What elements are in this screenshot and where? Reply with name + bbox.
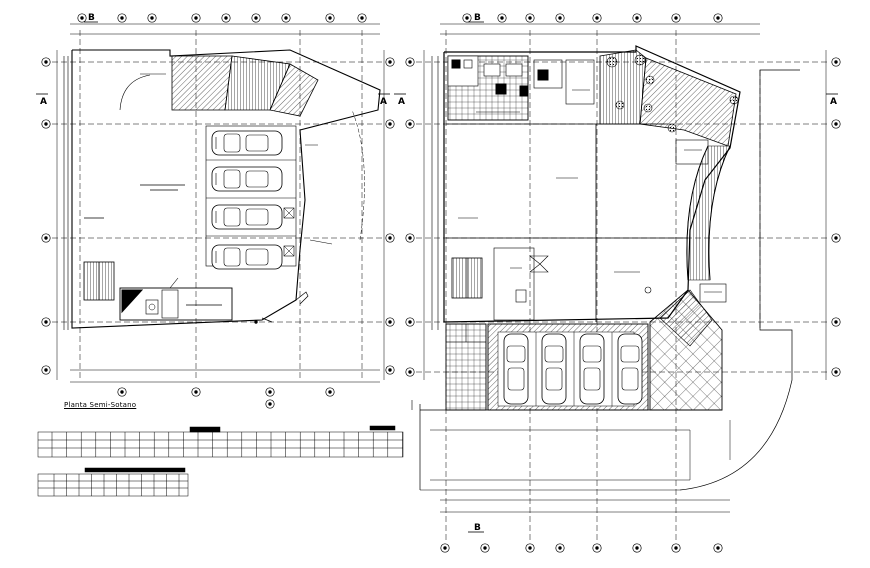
section-marks-right: A A B B — [394, 13, 838, 533]
svg-text:A: A — [830, 97, 837, 107]
svg-text:B: B — [474, 13, 481, 23]
grid-bubble-icon — [440, 543, 723, 553]
grid-bubble-icon — [462, 13, 723, 23]
car-icon — [211, 130, 283, 270]
tree-icon — [606, 54, 739, 133]
section-marks-left: A A B — [36, 13, 390, 107]
schedule-table-bottom — [37, 467, 189, 497]
schedule-table-top — [37, 425, 404, 458]
svg-text:A: A — [380, 97, 387, 107]
grid-bubble-icon — [117, 387, 335, 409]
grid-bubble-icon — [77, 13, 367, 23]
grid-bubble-icon — [385, 57, 395, 375]
svg-text:A: A — [40, 97, 47, 107]
stair-icon — [83, 261, 115, 301]
svg-text:A: A — [398, 97, 405, 107]
left-plan-caption: Planta Semi-Sotano — [64, 401, 137, 409]
right-floor-plan — [405, 13, 841, 553]
left-floor-plan — [41, 13, 395, 409]
stair-icon — [451, 257, 483, 299]
svg-text:B: B — [474, 523, 481, 533]
svg-text:B: B — [88, 13, 95, 23]
